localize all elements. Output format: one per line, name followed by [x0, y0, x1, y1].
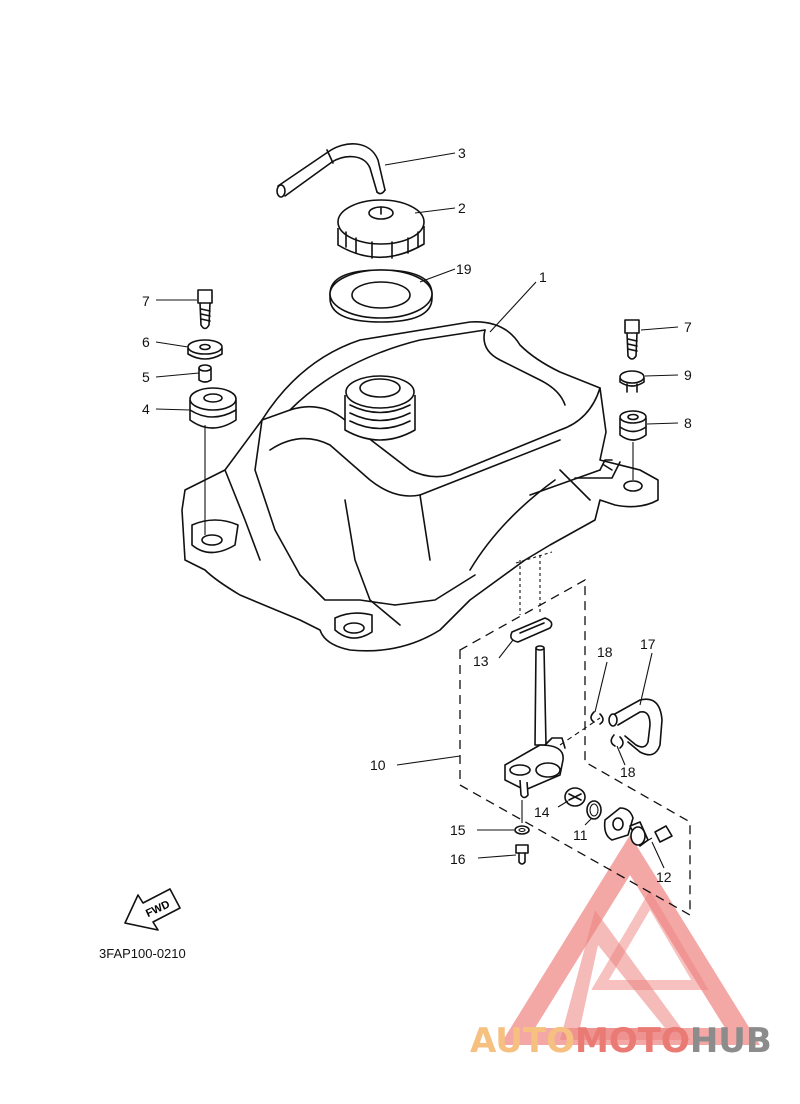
part-7-bolt-right [624, 319, 640, 360]
callout-17: 17 [640, 636, 656, 652]
callout-15: 15 [450, 822, 466, 838]
part-9-collar-washer [619, 370, 645, 393]
part-10-fuel-cock-assembly-outline [459, 578, 691, 917]
part-19-gasket [329, 269, 433, 323]
watermark-part-moto: MOTO [575, 1021, 690, 1061]
callout-18-lower: 18 [620, 764, 636, 780]
part-8-grommet [619, 410, 647, 441]
part-14-lever [564, 787, 586, 807]
part-15-washer [514, 825, 530, 835]
watermark-part-hub: HUB [690, 1021, 772, 1061]
callout-5: 5 [142, 369, 150, 385]
watermark-logo [500, 835, 760, 1045]
leader-lines [155, 152, 679, 869]
part-4-grommet [189, 387, 237, 429]
callout-18-upper: 18 [597, 644, 613, 660]
callout-14: 14 [534, 804, 550, 820]
callout-6: 6 [142, 334, 150, 350]
part-12-plate [603, 807, 673, 847]
callouts: 3 2 19 1 7 6 5 4 7 9 8 10 13 18 17 18 14… [142, 145, 692, 885]
part-17-fuel-hose [608, 698, 663, 756]
part-13-gasket [510, 551, 553, 643]
callout-11: 11 [573, 827, 588, 843]
part-11-o-ring [586, 800, 602, 820]
callout-7-right: 7 [684, 319, 692, 335]
callout-12: 12 [656, 869, 672, 885]
part-18-clip-lower [610, 734, 624, 749]
watermark-text: AUTOMOTOHUB [470, 1021, 772, 1061]
callout-9: 9 [684, 367, 692, 383]
callout-2: 2 [458, 200, 466, 216]
callout-8: 8 [684, 415, 692, 431]
fuel-cock-body [504, 645, 601, 823]
part-6-washer [187, 339, 223, 360]
part-16-drain-screw [515, 844, 529, 865]
callout-16: 16 [450, 851, 466, 867]
watermark-part-auto: AUTO [470, 1021, 575, 1061]
part-7-bolt-left [197, 289, 213, 330]
diagram-code: 3FAP100-0210 [99, 946, 186, 961]
callout-1: 1 [539, 269, 547, 285]
callout-19: 19 [456, 261, 472, 277]
callout-3: 3 [458, 145, 466, 161]
callout-4: 4 [142, 401, 150, 417]
part-3-breather-hose [276, 143, 386, 198]
part-18-clip-upper [590, 711, 604, 725]
part-5-collar [198, 364, 212, 383]
fwd-direction-arrow: FWD [124, 888, 181, 931]
callout-7-left: 7 [142, 293, 150, 309]
callout-10: 10 [370, 757, 386, 773]
part-2-fuel-cap [337, 199, 425, 259]
callout-13: 13 [473, 653, 489, 669]
part-1-fuel-tank [181, 321, 659, 652]
